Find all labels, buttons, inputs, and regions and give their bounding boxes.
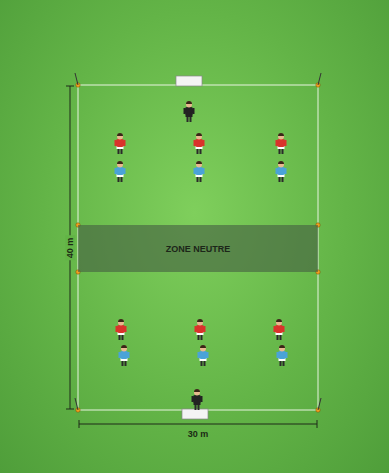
player — [276, 133, 287, 154]
zone-label: ZONE NEUTRE — [166, 244, 231, 254]
field-outline — [78, 85, 318, 410]
player — [198, 345, 209, 366]
player — [194, 133, 205, 154]
dimension-label: 40 m — [65, 236, 75, 261]
player — [115, 161, 126, 182]
player — [184, 101, 195, 122]
corner-flag — [318, 398, 321, 410]
corner-flag — [75, 73, 78, 85]
player — [274, 319, 285, 340]
dimension-label: 30 m — [188, 429, 209, 439]
player — [192, 389, 203, 410]
corner-flag — [318, 73, 321, 85]
player — [194, 161, 205, 182]
dimension-lines — [66, 86, 317, 428]
player — [195, 319, 206, 340]
player — [276, 161, 287, 182]
player — [116, 319, 127, 340]
corner-flag — [75, 398, 78, 410]
cones — [75, 73, 321, 412]
player — [115, 133, 126, 154]
neutral-zone-band: ZONE NEUTRE — [78, 225, 318, 272]
player — [119, 345, 130, 366]
player — [277, 345, 288, 366]
